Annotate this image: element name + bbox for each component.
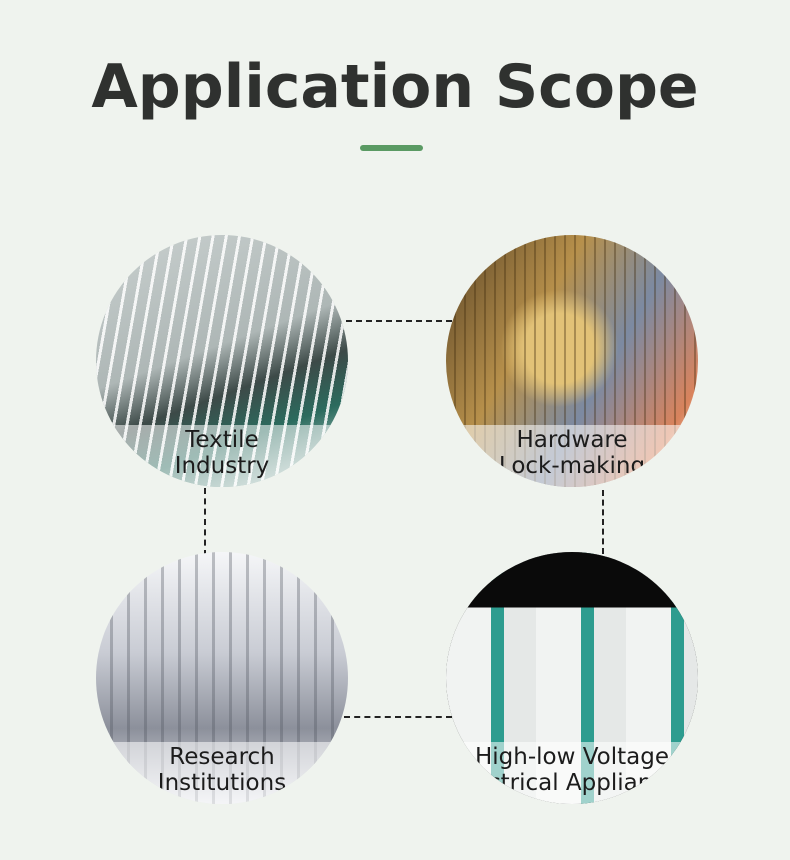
connector-line (344, 716, 452, 718)
title-underline-accent (360, 145, 423, 151)
label-line: Industry (174, 453, 270, 479)
label-line: Hardware (516, 427, 628, 453)
label-line: Research (169, 744, 275, 770)
label-band (446, 742, 698, 804)
label-line: Lock-making (498, 453, 646, 479)
label-line: Textile (185, 427, 259, 453)
connector-line (204, 488, 206, 556)
page-title: Application Scope (91, 52, 699, 122)
label-band (96, 742, 348, 804)
connector-line (346, 320, 452, 322)
label-band (446, 425, 698, 487)
label-band (96, 425, 348, 487)
label-line: Institutions (157, 770, 287, 796)
label-line: Electrical Appliances (452, 770, 692, 796)
label-line: High-low Voltage (474, 744, 670, 770)
connector-line (602, 490, 604, 554)
